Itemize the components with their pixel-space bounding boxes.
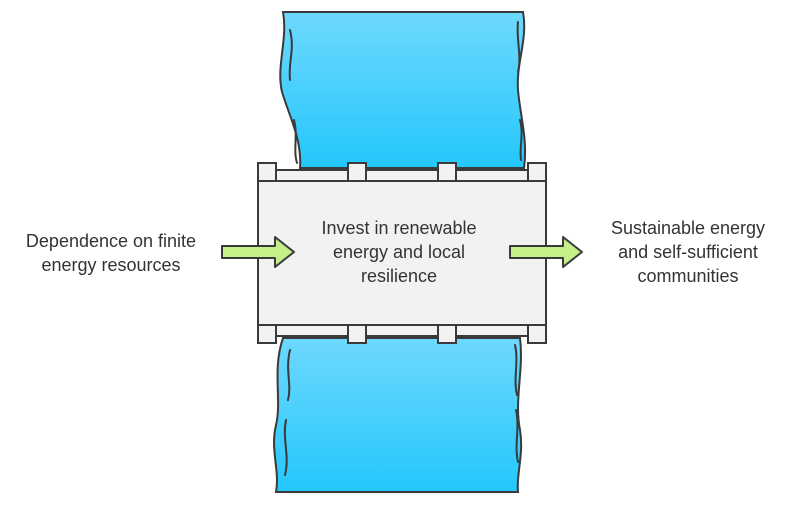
bridge-post	[437, 162, 457, 182]
output-label: Sustainable energy and self-sufficient c…	[610, 218, 766, 286]
bridge-deck	[257, 180, 547, 326]
bridge	[257, 162, 547, 344]
bridge-post	[347, 324, 367, 344]
bridge-post	[527, 324, 547, 344]
river-lower	[273, 337, 523, 493]
bridge-post	[257, 162, 277, 182]
bridge-post	[347, 162, 367, 182]
river-upper	[279, 11, 527, 169]
bridge-label: Invest in renewable energy and local res…	[321, 218, 477, 286]
output-arrow-icon	[509, 236, 583, 268]
bridge-post	[527, 162, 547, 182]
bridge-top-rail	[275, 169, 529, 182]
input-label: Dependence on finite energy resources	[25, 231, 197, 275]
input-arrow-icon	[221, 236, 295, 268]
bridge-post	[437, 324, 457, 344]
bridge-post	[257, 324, 277, 344]
bridge-bottom-rail	[275, 324, 529, 337]
